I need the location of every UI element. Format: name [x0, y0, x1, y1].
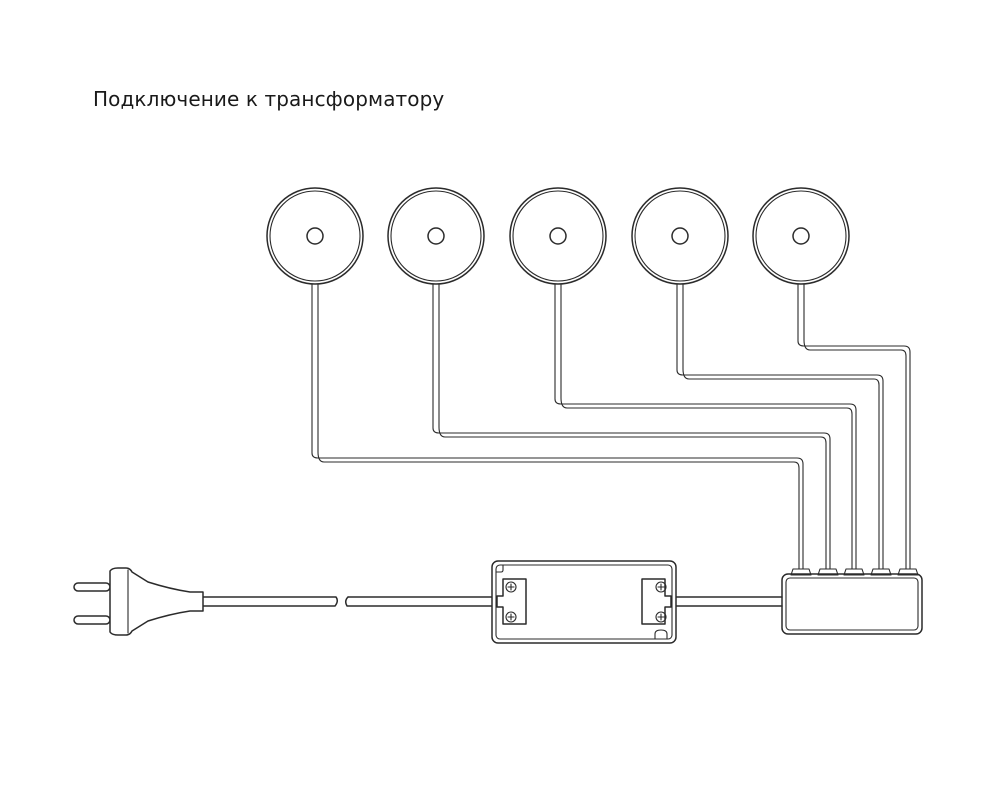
- cable-transformer-distributor: [675, 596, 783, 607]
- wire-lamp-1: [311, 282, 804, 570]
- plug-pins: [73, 582, 111, 625]
- wire-lamp-4: [676, 282, 884, 570]
- mains-cable: [202, 596, 493, 607]
- lamp-4: [631, 187, 729, 285]
- lamp-5: [752, 187, 850, 285]
- transformer-input-terminal: [496, 578, 527, 625]
- wire-lamp-2: [432, 282, 831, 570]
- transformer-output-terminal: [641, 578, 672, 625]
- lamp-wires: [311, 282, 911, 570]
- page-title: Подключение к трансформатору: [93, 87, 445, 111]
- transformer: [491, 560, 677, 644]
- lamp-1: [266, 187, 364, 285]
- wire-lamp-3: [554, 282, 857, 570]
- power-plug: [73, 567, 204, 636]
- distributor-connectors: [790, 568, 919, 576]
- lamp-3: [509, 187, 607, 285]
- wire-lamp-5: [797, 282, 911, 570]
- lamp-2: [387, 187, 485, 285]
- distributor-box: [781, 568, 923, 635]
